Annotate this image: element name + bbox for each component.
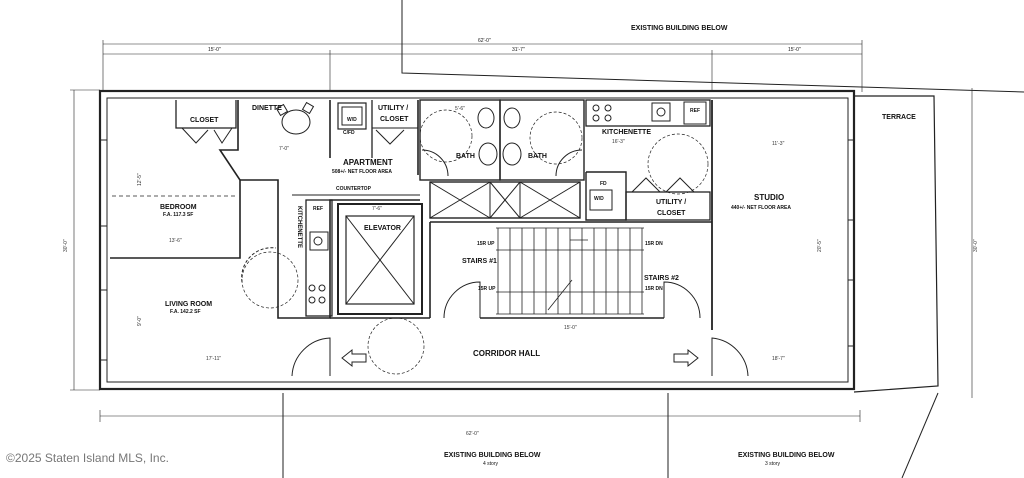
dinette-label: DINETTE (252, 105, 282, 112)
existing-building-bottom-right (901, 392, 939, 478)
stairs1-label: STAIRS #1 (462, 258, 497, 265)
dn-label-a: 15R DN (645, 241, 663, 247)
living-area-label: F.A. 142.2 SF (170, 309, 201, 315)
kitchenette-right (585, 99, 711, 127)
cfd-label: C/FD (343, 130, 355, 136)
apartment-wall (240, 179, 420, 319)
up-label-b: 15R UP (478, 286, 496, 292)
copyright-watermark: ©2025 Staten Island MLS, Inc. (6, 451, 169, 465)
up-label-a: 15R UP (477, 241, 495, 247)
utility-closet-right (625, 191, 711, 221)
corridor-arrow-right-icon (673, 348, 699, 368)
kitchenette-left-label: KITCHENETTE (296, 206, 302, 248)
wd-right-label: W/D (594, 196, 604, 202)
closet-wall (175, 100, 237, 129)
utility-closet-right-label-2: CLOSET (657, 210, 686, 217)
utility-closet-left-label-2: CLOSET (380, 116, 409, 123)
dim-living-h: 9'-0" (137, 316, 143, 326)
kitchenette-right-label: KITCHENETTE (602, 129, 651, 136)
dim-living-w: 17'-11" (206, 356, 222, 362)
dn-label-b: 15R DN (645, 286, 663, 292)
bedroom-area-label: F.A. 117.3 SF (163, 212, 194, 218)
fd-label: FD (600, 181, 607, 187)
stairs2-label: STAIRS #2 (644, 275, 679, 282)
elevator-label: ELEVATOR (364, 225, 401, 232)
dim-left-overall: 30'-0" (63, 239, 69, 252)
dim-dinette-w: 7'-0" (279, 146, 289, 152)
existing-building-bottom-right-sub: 3 story (765, 461, 781, 467)
wd-left-label: W/D (347, 117, 357, 123)
dim-studio-w: 11'-3" (772, 141, 785, 147)
dim-bedroom-h: 12'-5" (137, 173, 143, 186)
bath-right-label: BATH (528, 153, 547, 160)
dim-bedroom-w: 13'-6" (169, 238, 182, 244)
stair-treads (496, 227, 644, 315)
existing-building-bottom-left-label: EXISTING BUILDING BELOW (444, 452, 541, 459)
bath-right (499, 99, 585, 181)
dinette-table (281, 109, 311, 135)
dim-stairs-w: 15'-0" (564, 325, 577, 331)
ref-right-label: REF (690, 108, 700, 114)
utility-closet-left-label-1: UTILITY / (378, 105, 409, 112)
corridor-hall-label: CORRIDOR HALL (473, 349, 541, 358)
closet-label: CLOSET (190, 117, 219, 124)
outer-wall (98, 89, 856, 391)
washer-dryer-left (337, 102, 367, 130)
utility-closet-right-label-1: UTILITY / (656, 199, 687, 206)
studio-area-label: 440+/- NET FLOOR AREA (731, 205, 791, 211)
existing-building-bottom-left-sub: 4 story (483, 461, 499, 467)
dim-corr-w: 18'-7" (772, 356, 785, 362)
living-room-label: LIVING ROOM (165, 301, 213, 308)
existing-building-top-label: EXISTING BUILDING BELOW (631, 25, 728, 32)
ref-left-label: REF (313, 206, 323, 212)
terrace-outline (853, 95, 939, 393)
apartment-label: APARTMENT (343, 158, 393, 167)
dim-bath-w: 5'-6" (455, 106, 465, 112)
apartment-area-label: 508+/- NET FLOOR AREA (332, 169, 392, 175)
elevator-shaft (337, 203, 423, 315)
existing-building-top-outline (401, 0, 1024, 93)
dim-bottom-overall: 62'-0" (466, 431, 479, 437)
dim-right-overall: 30'-0" (973, 239, 979, 252)
existing-building-bottom-right-label: EXISTING BUILDING BELOW (738, 452, 835, 459)
bedroom-wall (110, 100, 241, 259)
dim-studio-h: 20'-5" (817, 239, 823, 252)
dim-top-left: 15'-0" (208, 47, 221, 53)
bedroom-label: BEDROOM (160, 204, 197, 211)
bath-left (419, 99, 501, 181)
terrace-label: TERRACE (882, 114, 916, 121)
corridor-arrow-left-icon (341, 348, 367, 368)
bath-left-label: BATH (456, 153, 475, 160)
kitchenette-left (305, 199, 333, 317)
countertop-label: COUNTERTOP (336, 186, 371, 192)
dim-top-overall: 62'-0" (478, 38, 491, 44)
dim-top-right: 15'-0" (788, 47, 801, 53)
dim-elev-w: 7'-6" (372, 206, 382, 212)
shaft-block (429, 181, 581, 219)
dim-top-middle: 31'-7" (512, 47, 525, 53)
dim-kitch-w: 16'-3" (612, 139, 625, 145)
studio-label: STUDIO (754, 193, 785, 202)
